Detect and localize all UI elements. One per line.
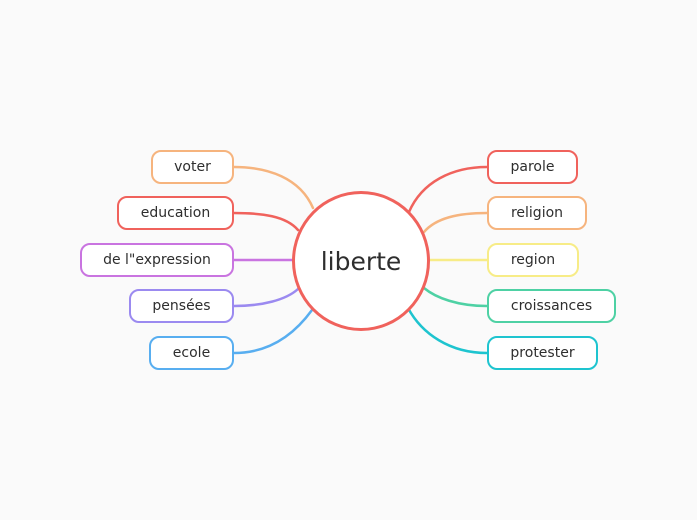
- topic-pensees[interactable]: pensées: [129, 289, 234, 323]
- topic-label: de l"expression: [103, 252, 211, 268]
- topic-label: ecole: [172, 345, 211, 361]
- topic-education[interactable]: education: [117, 196, 234, 230]
- topic-parole[interactable]: parole: [487, 150, 578, 184]
- topic-region[interactable]: region: [487, 243, 579, 277]
- central-topic[interactable]: liberte: [292, 191, 430, 331]
- topic-label: croissances: [510, 298, 593, 314]
- topic-voter[interactable]: voter: [151, 150, 234, 184]
- connector-right-3: [422, 286, 489, 308]
- connector-left-4: [232, 308, 314, 355]
- topic-religion[interactable]: religion: [487, 196, 587, 230]
- topic-label: protester: [510, 345, 575, 361]
- topic-protester[interactable]: protester: [487, 336, 598, 370]
- topic-croissances[interactable]: croissances: [487, 289, 616, 323]
- connector-left-3: [232, 287, 300, 308]
- connector-right-4: [406, 306, 489, 355]
- connector-left-1: [232, 211, 300, 232]
- topic-label: religion: [510, 205, 564, 221]
- topic-label: education: [140, 205, 211, 221]
- connector-right-1: [422, 211, 489, 234]
- connector-right-0: [407, 165, 489, 214]
- topic-label: voter: [174, 159, 211, 175]
- topic-ecole[interactable]: ecole: [149, 336, 234, 370]
- topic-label: region: [510, 252, 556, 268]
- topic-label: pensées: [152, 298, 211, 314]
- topic-label: parole: [510, 159, 555, 175]
- central-topic-label: liberte: [320, 246, 402, 276]
- topic-de-l-expression[interactable]: de l"expression: [80, 243, 234, 277]
- connector-left-0: [232, 165, 315, 210]
